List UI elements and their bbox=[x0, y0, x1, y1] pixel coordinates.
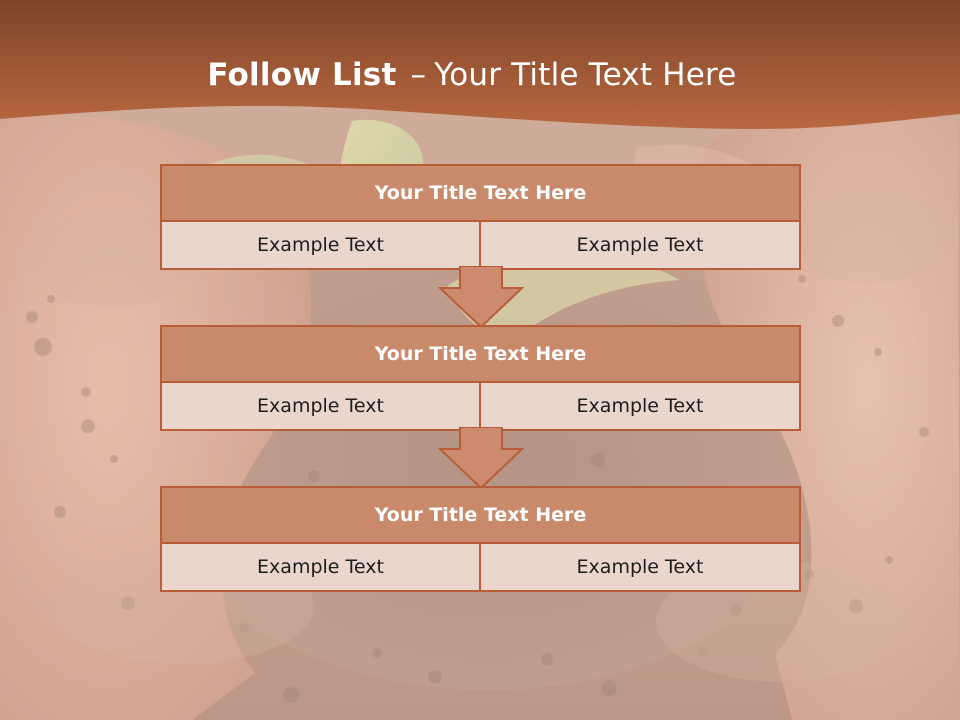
header-band bbox=[0, 0, 960, 129]
step-title-2: Your Title Text Here bbox=[162, 327, 799, 383]
step-1-right-cell: Example Text bbox=[481, 222, 799, 268]
step-title-1: Your Title Text Here bbox=[162, 166, 799, 222]
step-title-3: Your Title Text Here bbox=[162, 488, 799, 544]
down-arrow-icon bbox=[438, 427, 524, 489]
title-separator: – bbox=[410, 57, 427, 93]
step-card-3: Your Title Text Here Example Text Exampl… bbox=[160, 486, 801, 592]
step-2-left-cell: Example Text bbox=[162, 383, 481, 429]
step-3-left-cell: Example Text bbox=[162, 544, 481, 590]
step-card-2: Your Title Text Here Example Text Exampl… bbox=[160, 325, 801, 431]
step-1-left-cell: Example Text bbox=[162, 222, 481, 268]
title-bold-text: Follow List bbox=[207, 57, 397, 93]
title-rest-text: Your Title Text Here bbox=[434, 57, 737, 93]
slide-title: Follow List–Your Title Text Here bbox=[0, 52, 944, 98]
step-2-right-cell: Example Text bbox=[481, 383, 799, 429]
down-arrow-icon bbox=[438, 266, 524, 328]
step-3-right-cell: Example Text bbox=[481, 544, 799, 590]
step-card-1: Your Title Text Here Example Text Exampl… bbox=[160, 164, 801, 270]
